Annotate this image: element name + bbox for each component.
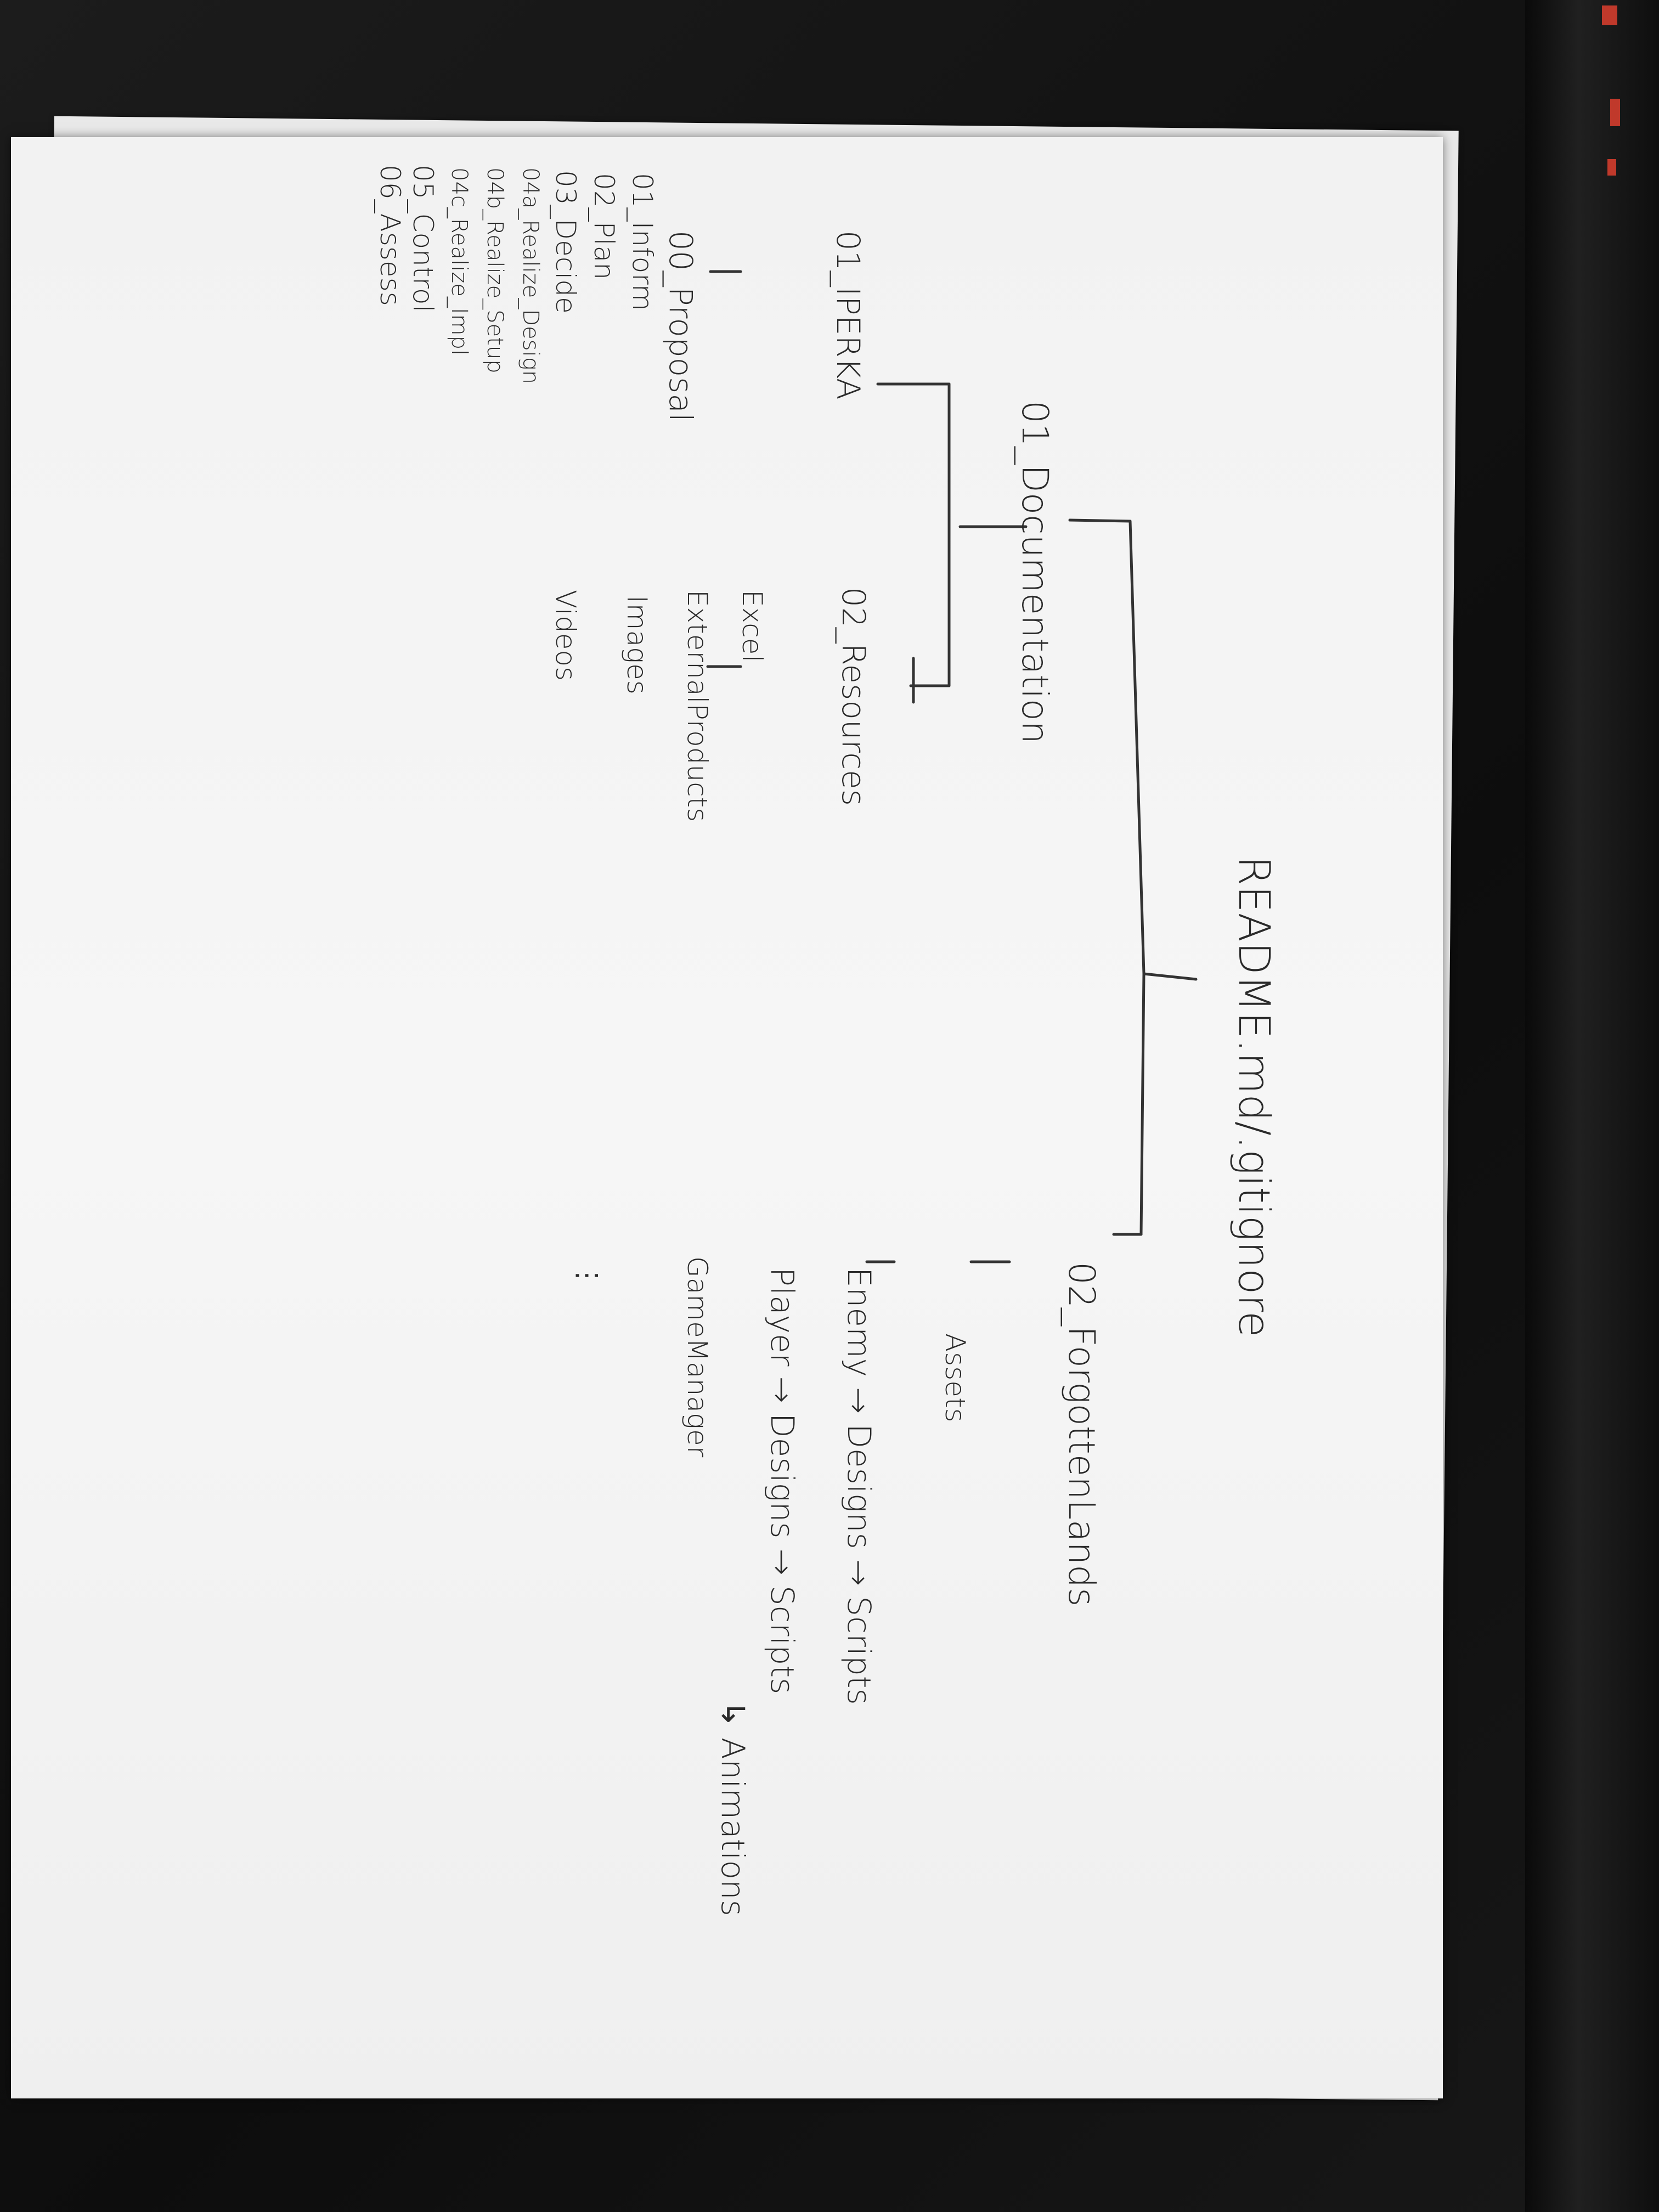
root-spine-line — [1128, 520, 1146, 1236]
branch-line-documentation — [1068, 518, 1132, 523]
iperka-item-inform: 01_Inform — [627, 173, 658, 311]
assets-item-ellipsis: ⋮ — [572, 1262, 603, 1289]
iperka-item-realize-setup: 04b_Realize_Setup — [482, 167, 507, 374]
iperka-item-control: 05_Control — [407, 165, 439, 313]
resources-item-excel: Excel — [736, 590, 768, 663]
forgottenlands-folder-label: 02_ForgottenLands — [1060, 1262, 1103, 1607]
resources-item-videos: Videos — [550, 590, 582, 681]
iperka-item-proposal: 00_Proposal — [662, 230, 699, 422]
iperka-item-assess: 06_Assess — [374, 165, 406, 306]
resources-folder-label: 02_Resources — [835, 587, 872, 806]
iperka-item-plan: 02_Plan — [588, 173, 620, 280]
root-stem-line — [1142, 972, 1198, 981]
desk-edge — [1525, 0, 1659, 2212]
assets-item-player: Player → Designs → Scripts — [764, 1267, 801, 1695]
red-object — [1602, 5, 1617, 25]
assets-folder-label: Assets — [939, 1333, 971, 1423]
assets-item-enemy: Enemy → Designs → Scripts — [840, 1267, 878, 1705]
red-object — [1607, 159, 1616, 176]
red-object — [1610, 99, 1620, 126]
documentation-folder-label: 01_Documentation — [1014, 400, 1056, 744]
iperka-item-decide: 03_Decide — [550, 170, 582, 314]
iperka-folder-label: 01_IPERKA — [830, 230, 867, 400]
iperka-item-realize-impl: 04c_Realize_Impl — [447, 167, 472, 356]
resources-item-externalproducts: ExternalProducts — [681, 590, 713, 822]
root-files-label: README.md/.gitignore — [1229, 856, 1278, 1338]
assets-item-animations: ↳ Animations — [714, 1701, 752, 1916]
paper-sheet — [11, 137, 1443, 2098]
assets-item-gamemanager: GameManager — [681, 1256, 713, 1458]
resources-item-images: Images — [621, 595, 653, 695]
iperka-item-realize-design: 04a_Realize_Design — [518, 167, 543, 385]
